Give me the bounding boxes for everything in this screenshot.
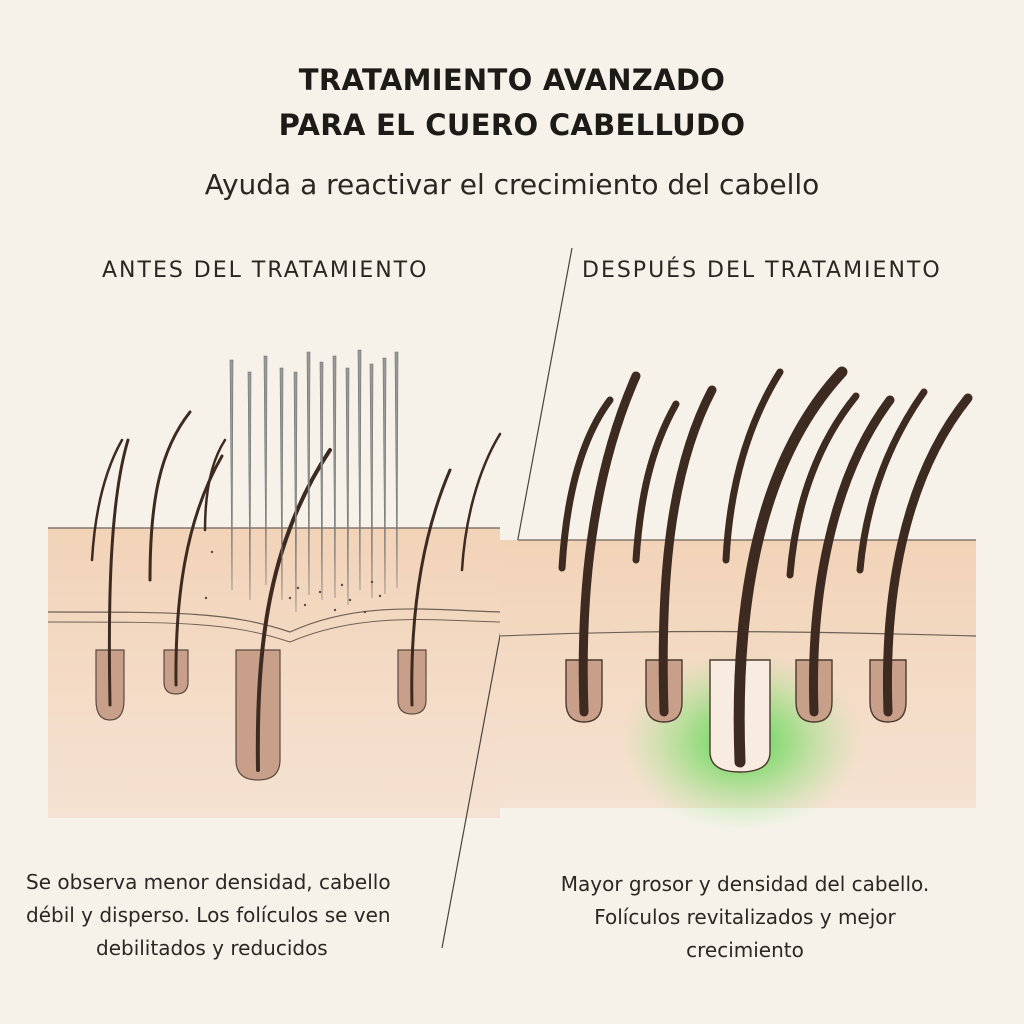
- needle: [293, 371, 298, 613]
- after-panel: [499, 366, 977, 832]
- needle: [332, 355, 337, 599]
- title-line-2: PARA EL CUERO CABELLUDO: [278, 108, 746, 142]
- hair: [558, 396, 614, 572]
- hair: [632, 400, 680, 564]
- needle: [247, 371, 252, 601]
- hair: [148, 410, 192, 582]
- after-caption: Mayor grosor y densidad del cabello. Fol…: [520, 868, 970, 967]
- page-subtitle: Ayuda a reactivar el crecimiento del cab…: [204, 168, 820, 201]
- hair: [460, 432, 502, 572]
- after-label: DESPUÉS DEL TRATAMIENTO: [582, 258, 942, 283]
- before-panel: [47, 349, 502, 818]
- before-label: ANTES DEL TRATAMIENTO: [102, 258, 429, 283]
- needle: [382, 357, 387, 595]
- hair: [107, 438, 130, 707]
- needle: [306, 351, 311, 596]
- microneedles: [229, 349, 399, 613]
- after-caption-line: crecimiento: [686, 938, 804, 962]
- hair: [90, 438, 124, 562]
- needle-marks: [204, 550, 382, 614]
- needle: [369, 363, 374, 599]
- before-dermis-line-2: [47, 619, 501, 643]
- needle: [357, 349, 362, 591]
- after-hairs: [558, 366, 973, 768]
- hair: [809, 395, 895, 717]
- before-caption-line: debilitados y reducidos: [96, 936, 328, 960]
- hair: [410, 468, 452, 707]
- hair: [733, 366, 848, 768]
- before-dermis-line: [47, 608, 501, 633]
- before-caption: Se observa menor densidad, cabello débil…: [26, 866, 426, 965]
- hair: [203, 438, 227, 532]
- before-caption-line: débil y disperso. Los folículos se ven: [26, 903, 391, 927]
- after-caption-line: Mayor grosor y densidad del cabello.: [560, 872, 930, 896]
- needle: [279, 367, 284, 601]
- needle: [394, 351, 399, 589]
- hair: [658, 385, 717, 717]
- needle: [229, 359, 234, 591]
- after-caption-line: Folículos revitalizados y mejor: [594, 905, 896, 929]
- hair: [882, 393, 973, 717]
- hair: [786, 392, 860, 579]
- title-line-1: TRATAMIENTO AVANZADO: [298, 63, 726, 97]
- before-caption-line: Se observa menor densidad, cabello: [26, 870, 391, 894]
- needle: [319, 361, 324, 601]
- hair: [578, 371, 641, 717]
- needle: [263, 355, 268, 586]
- page-title: TRATAMIENTO AVANZADO PARA EL CUERO CABEL…: [0, 58, 1024, 148]
- hair: [722, 368, 784, 564]
- needle: [345, 367, 350, 606]
- hair: [856, 388, 928, 574]
